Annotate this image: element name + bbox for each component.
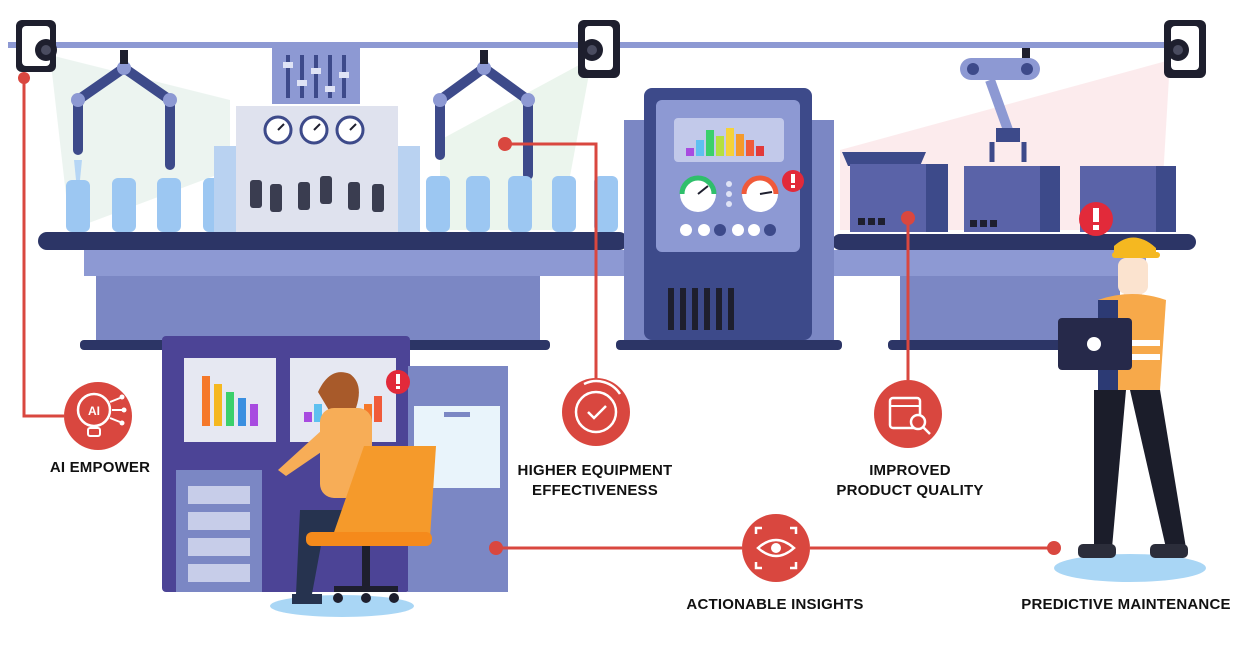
quality-inspect-icon — [874, 380, 942, 448]
ai-empower-label: AI EMPOWER — [49, 459, 151, 476]
camera-cone-left — [50, 55, 230, 230]
actionable-insights-label: ACTIONABLE INSIGHTS — [686, 596, 864, 613]
alert-icon — [1079, 202, 1113, 236]
robot-arm-middle — [435, 63, 533, 180]
camera-icon — [578, 20, 620, 78]
equipment-label-line-2: EFFECTIVENESS — [532, 482, 658, 499]
camera-icon — [1164, 20, 1206, 78]
equipment-label-line-1: HIGHER EQUIPMENT — [517, 462, 673, 479]
alert-icon — [782, 170, 804, 192]
gauge-clock-icon — [562, 378, 630, 446]
maintenance-worker — [1054, 237, 1206, 582]
inspection-machine — [616, 88, 842, 350]
connector-lines — [22, 78, 1054, 550]
conveyor-belt-right — [832, 234, 1196, 350]
quality-label-line-1: IMPROVED — [869, 462, 951, 479]
product-quality-label: IMPROVED PRODUCT QUALITY — [820, 461, 1000, 501]
connector-dot — [18, 72, 1061, 555]
filling-machine — [214, 48, 420, 254]
camera-icon — [16, 20, 57, 72]
conveyor-belt-left — [38, 232, 640, 350]
robot-arm-left — [73, 63, 175, 170]
operator-person — [270, 372, 436, 617]
robot-arm-right — [960, 48, 1040, 162]
bottle-row-middle — [426, 176, 618, 232]
predictive-maintenance-label: PREDICTIVE MAINTENANCE — [1021, 596, 1231, 613]
eye-scan-icon — [742, 514, 810, 582]
alert-icon — [386, 370, 410, 394]
ai-brain-icon: AI — [64, 382, 132, 450]
equipment-effectiveness-label: HIGHER EQUIPMENT EFFECTIVENESS — [500, 461, 690, 501]
ai-badge-label: AI — [88, 404, 100, 418]
quality-label-line-2: PRODUCT QUALITY — [836, 482, 984, 499]
